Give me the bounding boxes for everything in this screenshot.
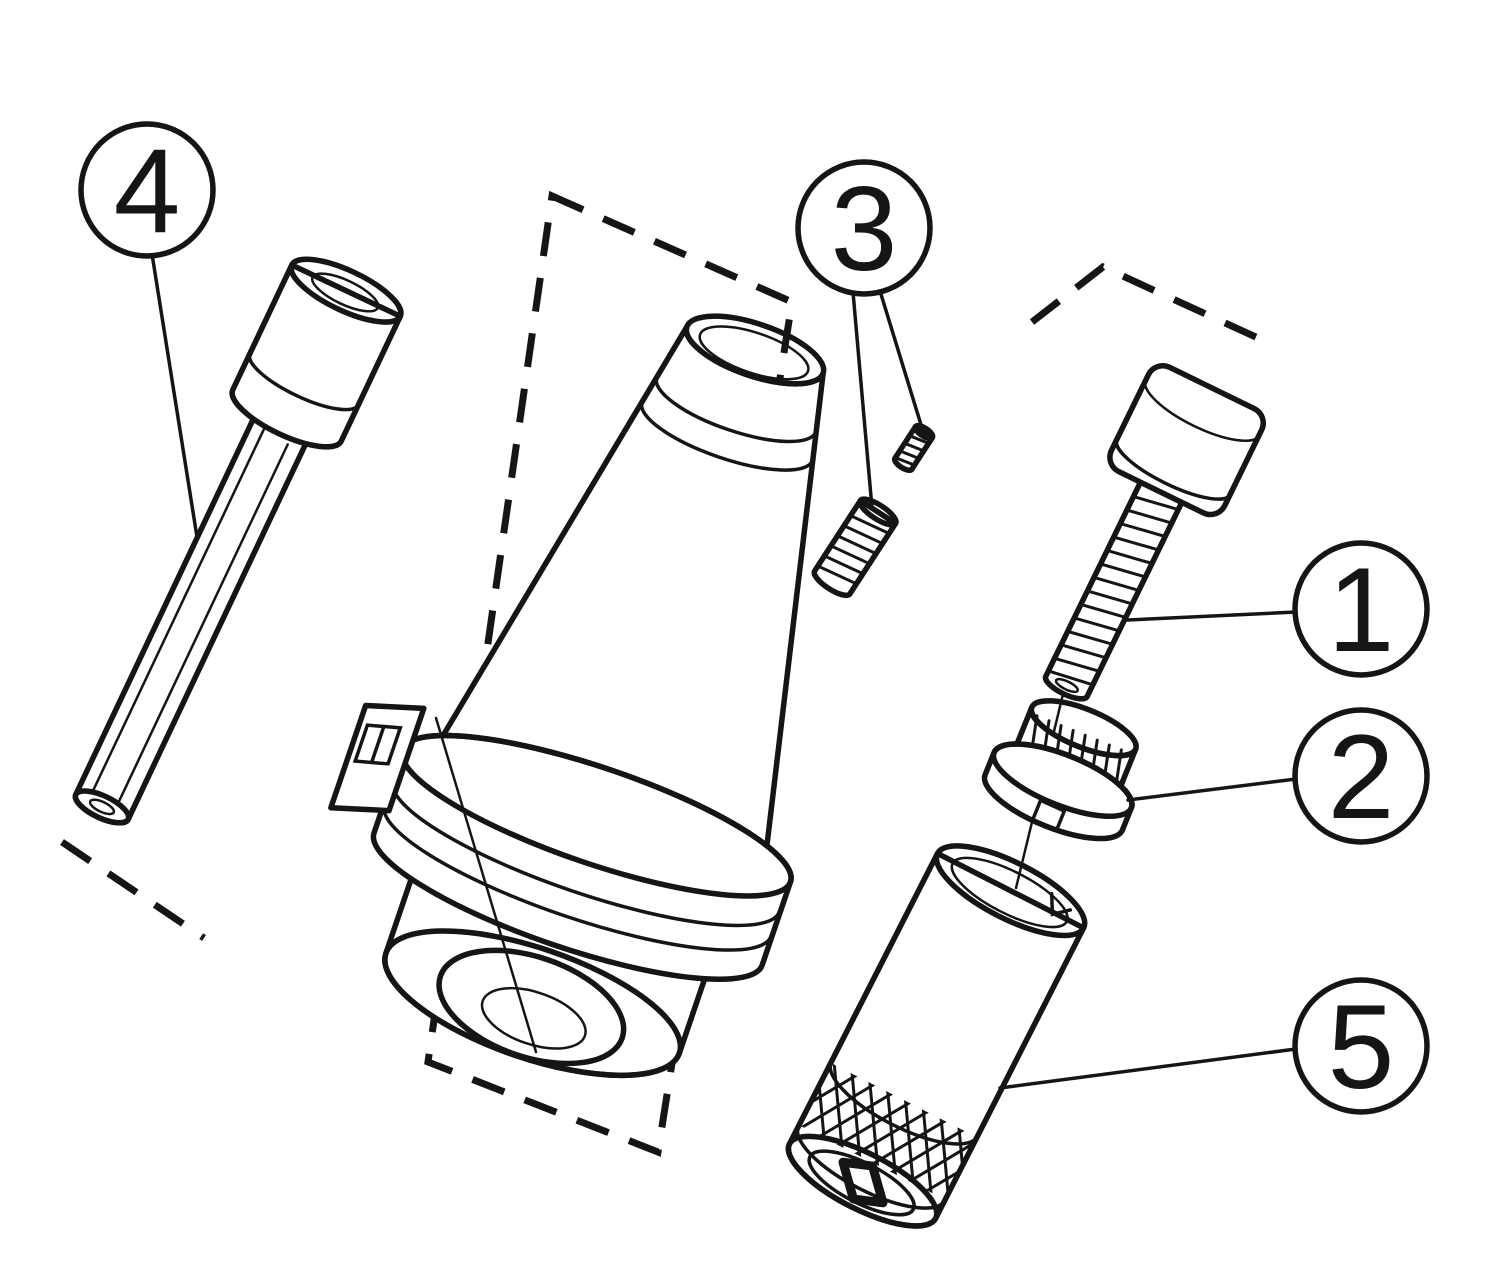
set-screw-body	[811, 497, 899, 599]
sleeve-top-rim-inner	[950, 856, 1069, 929]
screw-shank	[1042, 479, 1185, 702]
callout-4-number: 4	[114, 124, 181, 258]
sleeve-rim-notch	[1049, 891, 1073, 917]
screw-thread-lines	[1046, 495, 1180, 687]
flange-groove-lines	[382, 778, 781, 952]
pin-cap-top-face	[288, 256, 404, 325]
pin-cap-socket	[310, 272, 380, 313]
leader-line-4	[150, 252, 199, 539]
part-4-pilot-pin	[72, 256, 404, 826]
callout-3-circle	[795, 159, 933, 297]
leader-line-5	[998, 1047, 1298, 1090]
sleeve-bottom-face	[785, 1133, 940, 1229]
screw-head	[1107, 363, 1266, 518]
part-2-clamp-ring	[981, 698, 1139, 842]
set-screw-top-face	[857, 496, 899, 528]
taper-top-rim	[683, 313, 827, 387]
callout-1: 1	[1292, 540, 1430, 678]
screw-head-chamfer	[1114, 437, 1232, 501]
part-3-set-screw-small	[891, 422, 936, 474]
panel-right-dashed	[1029, 262, 1260, 342]
callout-2-circle	[1292, 707, 1430, 845]
key-block-slot	[352, 723, 403, 766]
bore-inner-step	[480, 986, 587, 1050]
ring-top-face	[1028, 698, 1139, 759]
callout-1-circle	[1292, 540, 1430, 678]
part-5-drive-sleeve	[785, 843, 1088, 1229]
taper-collar-lines	[639, 376, 818, 472]
screw-head-top-arc	[1143, 378, 1261, 442]
ring-slot	[1030, 797, 1067, 833]
taper-top-rim-inner	[698, 325, 810, 381]
square-drive-hole	[838, 1157, 888, 1208]
pin-cap-chamfer	[247, 351, 361, 412]
callout-3: 3	[795, 159, 933, 297]
bore-centerline	[434, 716, 538, 1054]
bore-opening	[436, 947, 627, 1067]
panel-center-dashed	[424, 190, 796, 1157]
callout-2: 2	[1292, 707, 1430, 845]
pin-shaft-highlight	[91, 425, 289, 804]
leader-line-3b	[878, 289, 924, 430]
pin-tip-hole	[88, 798, 116, 816]
ring-thread-lines	[1029, 714, 1123, 795]
callout-2-number: 2	[1328, 710, 1395, 844]
part-1-clamping-screw	[1042, 363, 1266, 702]
leader-lines	[150, 252, 1298, 1090]
callout-4-circle	[78, 121, 216, 259]
leader-line-3a	[851, 290, 874, 510]
screw-tip-chamfer	[1054, 677, 1080, 694]
pin-tip-face	[72, 788, 132, 826]
callout-5: 5	[1292, 977, 1430, 1115]
part-3-set-screw-large	[811, 496, 899, 599]
small-screw-top-face	[912, 422, 936, 442]
set-screw-threads	[816, 514, 891, 586]
part-toolholder-taper	[328, 313, 827, 1079]
callout-1-number: 1	[1328, 543, 1395, 677]
leader-line-1	[1126, 610, 1298, 622]
callout-4: 4	[78, 121, 216, 259]
callout-5-circle	[1292, 977, 1430, 1115]
small-screw-threads	[893, 434, 931, 467]
panel-left-dashed	[60, 839, 206, 941]
callout-3-number: 3	[831, 162, 898, 296]
sleeve-top-rim	[933, 843, 1088, 939]
leader-line-2	[1126, 777, 1298, 802]
callout-5-number: 5	[1328, 980, 1395, 1114]
ring-flange-top-face	[990, 741, 1135, 820]
